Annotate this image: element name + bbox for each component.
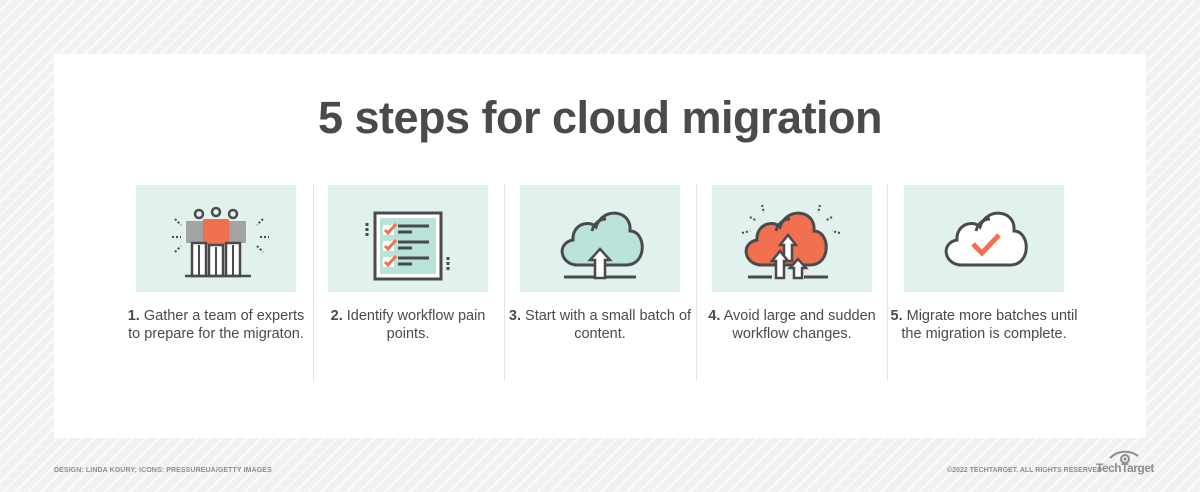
cloud-check-icon (944, 211, 1028, 267)
step-1-card (136, 185, 296, 292)
step-2-caption: 2. Identify workflow pain points. (330, 308, 486, 342)
techtarget-logo: TechTarget (1096, 450, 1154, 480)
step-2-card (328, 185, 488, 292)
step-5-card (904, 185, 1064, 292)
step-5-caption: 5. Migrate more batches until the migrat… (890, 308, 1078, 342)
step-3-card (520, 185, 680, 292)
page-title: 5 steps for cloud migration (317, 92, 883, 143)
divider (696, 184, 697, 381)
divider (313, 184, 314, 381)
eye-icon (1109, 450, 1139, 464)
team-icon (172, 206, 269, 278)
step-4-card (712, 185, 872, 292)
step-1-caption: 1. Gather a team of experts to prepare f… (127, 308, 305, 342)
step-4-caption: 4. Avoid large and sudden workflow chang… (708, 308, 876, 342)
checklist-icon (365, 211, 450, 281)
cloud-upload-icon (560, 211, 644, 280)
cloud-multi-upload-icon (741, 204, 841, 280)
logo-wordmark: TechTarget (1096, 461, 1154, 475)
step-3-caption: 3. Start with a small batch of content. (508, 308, 692, 342)
design-credit: DESIGN: LINDA KOURY; ICONS: PRESSUREUA/G… (54, 467, 272, 474)
divider (887, 184, 888, 381)
divider (504, 184, 505, 381)
copyright-notice: ©2022 TECHTARGET. ALL RIGHTS RESERVED (947, 467, 1103, 474)
